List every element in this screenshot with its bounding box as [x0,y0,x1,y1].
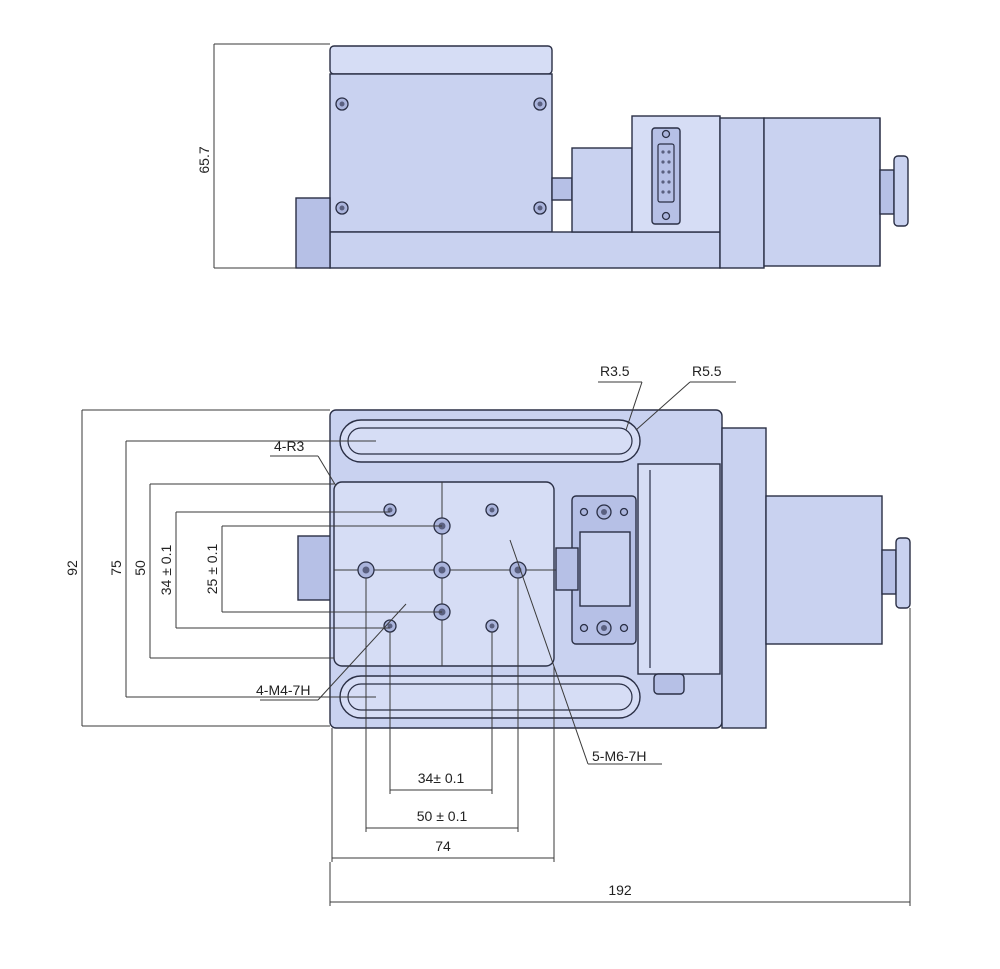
top-left-stop [297,535,333,601]
label-height-side: 65.7 [196,146,212,173]
db-connector-pins [661,150,671,194]
db-connector-frame [651,127,681,225]
top-motor-body [765,495,883,645]
side-coupling-small [551,177,573,201]
dim-hole-50-horizontal [365,578,519,832]
db-screw-bottom [661,211,671,221]
side-view: 65.7 [196,43,909,269]
label-corner-radius: 4-R3 [274,438,305,454]
top-motor-flange [721,427,767,729]
label-slot-r-small: R3.5 [600,363,630,379]
side-main-block [329,73,553,233]
leader-slot-radius-small [598,381,643,431]
label-m6-holes: 5-M6-7H [592,748,646,764]
side-screw-tl [335,97,349,111]
dim-length-total [329,608,911,906]
side-knob [893,155,909,227]
side-coupling [571,147,633,233]
side-left-stop [295,197,331,269]
label-hole-34-horizontal: 34± 0.1 [418,770,465,786]
dim-table-length [331,666,555,862]
coupling-screw-bottom [596,620,612,636]
dim-slot-span [125,440,376,698]
m6-hole-2 [357,561,375,579]
label-table-length: 74 [435,838,451,854]
top-knob [895,537,911,609]
label-slot-span: 75 [108,560,124,576]
leader-corner-radius [270,455,337,487]
m4-hole-4 [485,619,499,633]
side-screw-br [533,201,547,215]
db-connector [657,143,675,203]
db-screw-top [661,129,671,139]
dim-hole-34-horizontal [389,632,493,794]
leader-m6 [509,539,662,765]
side-top-plate [329,45,553,75]
top-view: 92 75 50 34 ± 0.1 25 ± 0.1 4-R3 R3.5 R5.… [64,363,911,906]
side-screw-tr [533,97,547,111]
m4-hole-2 [485,503,499,517]
dim-table-width [149,483,334,659]
slot-bottom [339,675,641,719]
top-coupling [579,531,631,607]
dim-hole-25-vertical [221,525,442,613]
top-knob-neck [881,549,897,595]
label-length-total: 192 [608,882,632,898]
label-m4-holes: 4-M4-7H [256,682,310,698]
slot-top [339,419,641,463]
label-slot-r-large: R5.5 [692,363,722,379]
label-table-width: 50 [132,560,148,576]
side-motor-body [763,117,881,267]
side-screw-bl [335,201,349,215]
dim-width-total [81,409,330,727]
m6-hole-3 [433,561,451,579]
m4-hole-1 [383,503,397,517]
dim-hole-34-vertical [175,511,390,629]
label-hole-25-vertical: 25 ± 0.1 [204,544,220,595]
leader-slot-radius-large [635,381,736,431]
dim-height-side [213,43,330,269]
leader-m4 [260,603,407,701]
m4-hole-3 [383,619,397,633]
side-knob-neck [879,169,895,215]
top-connector-housing [637,463,721,675]
label-width-total: 92 [64,560,80,576]
label-hole-34-vertical: 34 ± 0.1 [158,545,174,596]
label-hole-50-horizontal: 50 ± 0.1 [417,808,468,824]
side-base-rail [329,231,721,269]
coupling-screw-top [596,504,612,520]
side-motor-flange [719,117,765,269]
